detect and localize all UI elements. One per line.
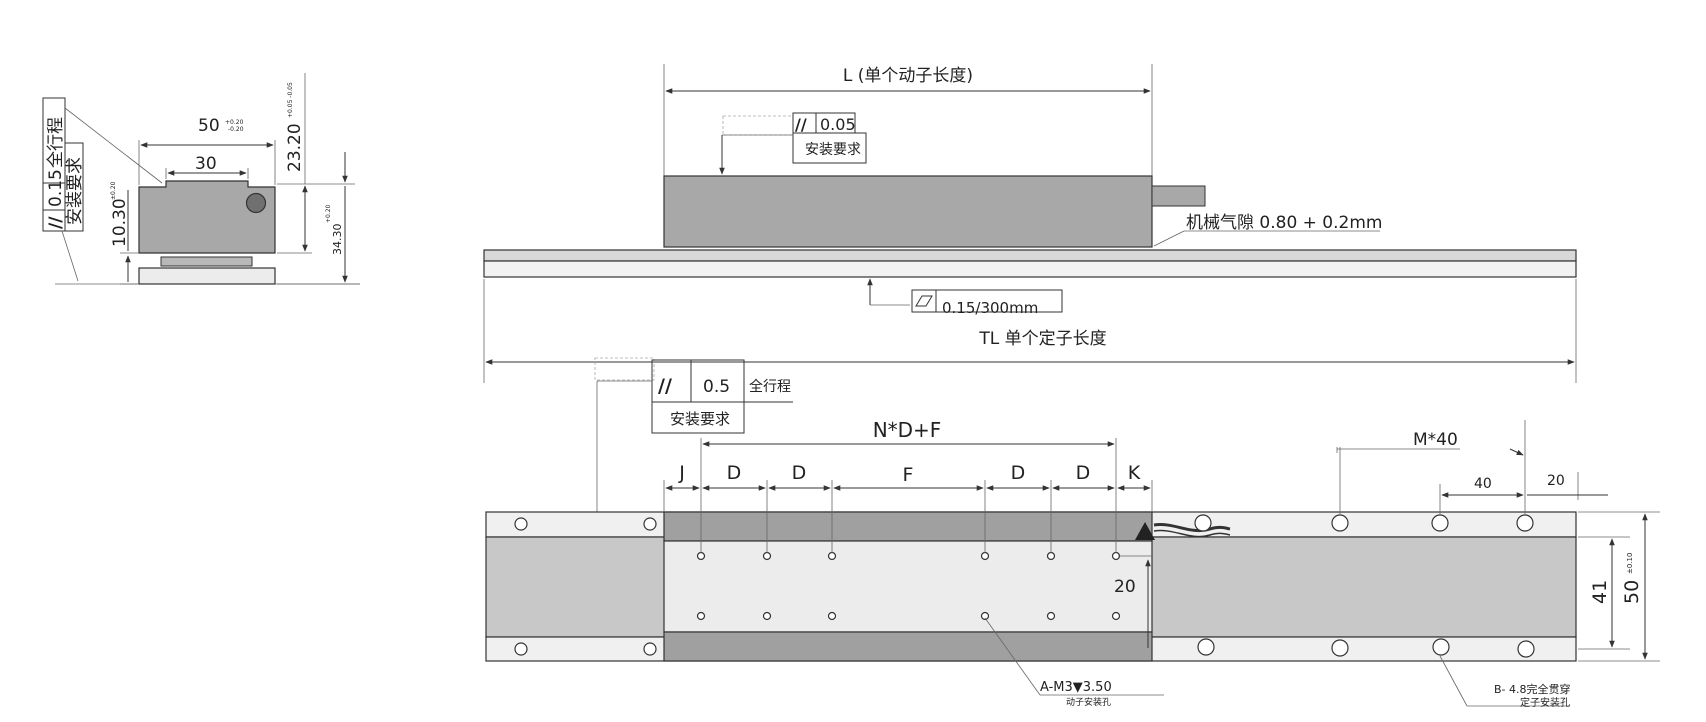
top-flatness-value: 0.15/300mm	[942, 299, 1038, 317]
pitch-label: N*D+F	[873, 418, 942, 442]
top-parallel-frame: // 0.05 安装要求	[719, 112, 867, 175]
side-mover-body	[138, 180, 276, 254]
side-base-plate	[138, 267, 276, 285]
bottom-parallel-sub: 安装要求	[670, 410, 730, 428]
bottom-mover-bottom-band	[663, 631, 1153, 662]
bottom-mover-top-band	[663, 511, 1153, 542]
side-height-label: 23.20	[285, 123, 305, 172]
dim-50: 50	[1621, 580, 1643, 604]
hole-a-label: A-M3▼3.50	[1040, 680, 1112, 695]
top-air-gap-label: 机械气隙 0.80 + 0.2mm	[1186, 213, 1382, 233]
side-magnet-plate	[160, 256, 253, 267]
dim-41: 41	[1589, 580, 1611, 604]
dim-20: 20	[1547, 473, 1565, 489]
dim-20-vertical: 20	[1114, 577, 1136, 597]
bottom-cable	[1153, 523, 1231, 532]
bottom-parallel-frame: // 0.5 全行程 安装要求	[594, 357, 793, 512]
seg-label-f: F	[903, 464, 914, 486]
bottom-parallel-note: 全行程	[749, 378, 791, 395]
seg-label-j: J	[678, 462, 685, 484]
top-flatness-frame: 0.15/300mm	[867, 278, 1063, 317]
hole-b-sub: 定子安装孔	[1520, 696, 1570, 709]
side-connector-circle	[245, 192, 267, 214]
side-flatness-symbol: //	[46, 216, 66, 229]
dim-50-tol: ±0.10	[1626, 553, 1634, 574]
seg-label-d4: D	[1076, 462, 1091, 484]
top-stator-rail-bottom	[483, 260, 1577, 278]
top-mover-body	[663, 175, 1153, 248]
side-total-height-tol: +0.20	[325, 204, 332, 223]
side-body-height-label: 10.30	[110, 198, 130, 247]
side-flatness-frame: // 0.15 全行程 安装要求	[42, 97, 360, 285]
side-body-height-tol: ±0.20	[110, 181, 117, 200]
top-length-label: L (单个动子长度)	[843, 66, 973, 86]
m-label: M*40	[1413, 430, 1458, 450]
top-stator-rail-top	[483, 249, 1577, 262]
top-parallel-symbol: //	[795, 115, 807, 134]
side-width-tol-bottom: -0.20	[228, 126, 244, 133]
top-mover-cable-stub	[1151, 185, 1206, 207]
bottom-mover-center	[663, 540, 1153, 633]
side-flatness-note: 全行程	[46, 117, 66, 168]
side-inner-width-label: 30	[195, 154, 217, 174]
seg-label-d2: D	[792, 462, 807, 484]
bottom-parallel-symbol: //	[658, 375, 672, 397]
top-total-length-label: TL 单个定子长度	[978, 329, 1106, 349]
seg-label-d3: D	[1011, 462, 1026, 484]
side-flatness-value: 0.15	[46, 169, 66, 207]
top-parallel-sub: 安装要求	[805, 142, 861, 158]
hole-b-label: B- 4.8完全贯穿	[1494, 682, 1571, 696]
direction-arrow-icon	[1135, 522, 1155, 540]
seg-label-k: K	[1128, 462, 1141, 484]
seg-label-d1: D	[727, 462, 742, 484]
mover-holes	[696, 551, 1121, 621]
dim-40: 40	[1474, 476, 1492, 492]
bottom-view: // 0.5 全行程 安装要求	[485, 357, 1660, 709]
bottom-parallel-value: 0.5	[703, 377, 730, 397]
side-total-height-label: 34.30	[331, 224, 344, 256]
side-width-tol-top: +0.20	[225, 119, 244, 126]
side-height-tol: +0.05 -0.05	[287, 82, 294, 118]
stator-holes	[514, 514, 1535, 658]
side-width-label: 50	[198, 116, 220, 136]
hole-a-sub: 动子安装孔	[1066, 696, 1111, 708]
top-parallel-value: 0.05	[820, 115, 856, 134]
top-view: L (单个动子长度) // 0.05 安装要求 机械气隙 0.80 + 0.2m…	[483, 64, 1577, 383]
side-view: 50 +0.20 -0.20 30 23.20 +0.05 -0.05 34.3…	[42, 73, 360, 285]
side-flatness-sub: 安装要求	[65, 157, 85, 225]
